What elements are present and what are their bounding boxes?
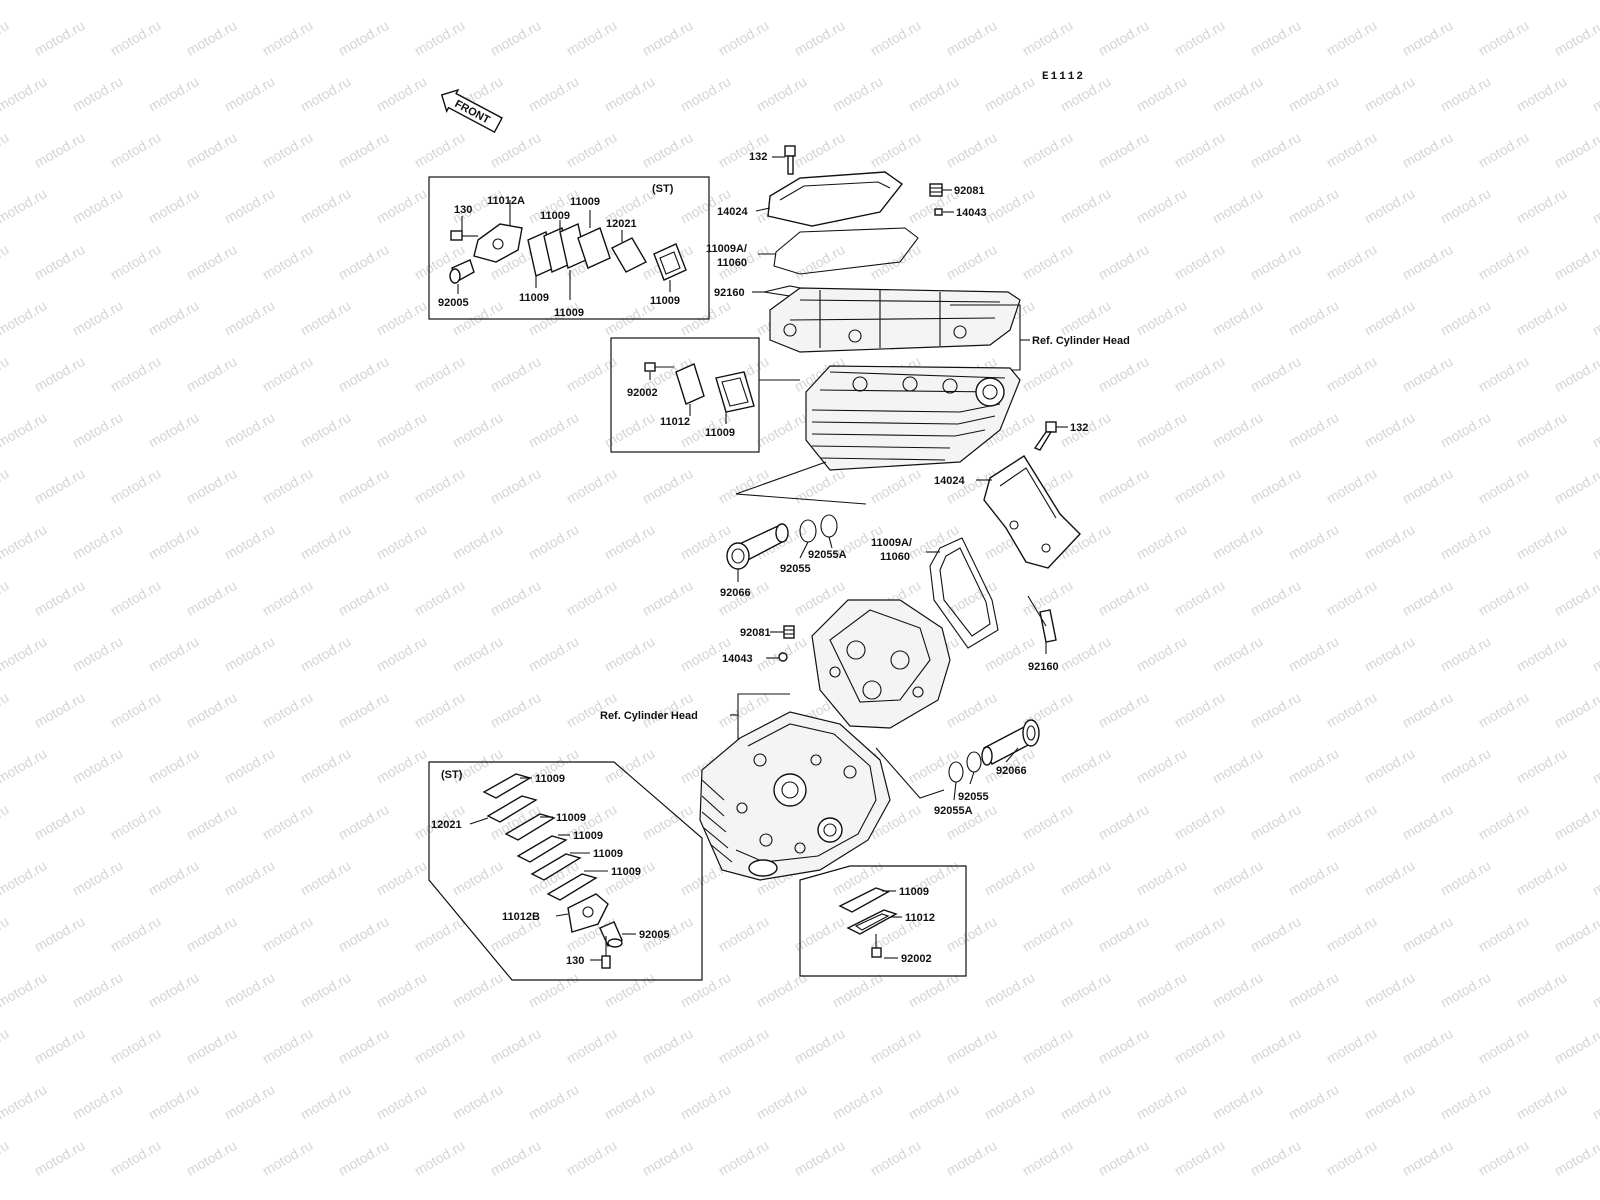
part-label: 132 <box>749 151 767 163</box>
part-label: 92055 <box>780 563 811 575</box>
part-label: 11009 <box>705 427 735 439</box>
head-cover-mid <box>983 455 1081 569</box>
part-label: 11060 <box>717 257 747 269</box>
part-label: 92160 <box>1028 661 1059 673</box>
group-label: (ST) <box>652 183 674 195</box>
part-label: 11012B <box>502 911 540 923</box>
part-label: 11009 <box>611 866 641 878</box>
valve-body-11012a <box>473 223 523 263</box>
part-label: 11009 <box>535 773 565 785</box>
part-label: 11012A <box>487 195 525 207</box>
part-label: 92081 <box>954 185 985 197</box>
reed-plates-box3 <box>482 773 598 901</box>
part-label: 92081 <box>740 627 771 639</box>
st-group-box-lower <box>428 761 703 981</box>
plate-92160-mid <box>1039 609 1057 643</box>
pipe-92005-box1 <box>449 259 475 284</box>
part-label: 11009 <box>573 830 603 842</box>
o-ring-92055-lower <box>966 751 982 773</box>
part-label: 11009 <box>554 307 584 319</box>
part-label: 11060 <box>880 551 910 563</box>
diagram-code: E1112 <box>1042 71 1085 83</box>
part-label: 11009A/ <box>871 537 912 549</box>
part-label: 92002 <box>901 953 932 965</box>
part-label: 92055A <box>808 549 847 561</box>
reed-valve-11012-box2 <box>675 363 755 413</box>
part-label: 92055 <box>958 791 989 803</box>
part-label: 12021 <box>606 218 637 230</box>
gasket-11009a-top <box>773 227 919 275</box>
reed-valve-box4 <box>838 887 898 935</box>
part-label: 132 <box>1070 422 1088 434</box>
part-label: 12021 <box>431 819 462 831</box>
gasket-11009a-mid <box>929 537 999 649</box>
washer-14043-mid <box>778 652 788 662</box>
part-label: 11009 <box>519 292 549 304</box>
ref-cylinder-head-lower: Ref. Cylinder Head <box>600 710 698 722</box>
part-label: 92066 <box>996 765 1027 777</box>
rocker-housing-mid <box>811 599 951 729</box>
bolt-132-mid <box>1033 421 1057 451</box>
part-label: 92005 <box>639 929 670 941</box>
part-label: 11009 <box>556 812 586 824</box>
part-label: 92160 <box>714 287 745 299</box>
washer-14043-top <box>934 208 943 216</box>
part-label: 11009 <box>650 295 680 307</box>
part-label: 14024 <box>934 475 965 487</box>
part-label: 92002 <box>627 387 658 399</box>
bolt-130-box1 <box>450 230 478 241</box>
part-label: 14024 <box>717 206 748 218</box>
reed-gaskets-box1 <box>527 223 687 281</box>
part-label: 11009 <box>540 210 570 222</box>
part-label: 11009 <box>570 196 600 208</box>
o-ring-92055a-upper <box>820 514 838 538</box>
reed-group-box-2 <box>610 337 760 453</box>
part-label: 11009 <box>899 886 929 898</box>
bolt-92002-box2 <box>644 362 674 372</box>
spring-92081-top <box>929 183 943 197</box>
valve-body-11012b <box>567 893 609 933</box>
part-label: 11009 <box>593 848 623 860</box>
o-ring-92055-upper <box>799 519 817 543</box>
part-label: 92066 <box>720 587 751 599</box>
part-label: 11012 <box>905 912 935 924</box>
bolt-92002-box4 <box>871 934 882 958</box>
part-label: 11012 <box>660 416 690 428</box>
spring-92081-mid <box>783 625 795 639</box>
ref-cylinder-head-upper: Ref. Cylinder Head <box>1032 335 1130 347</box>
bolt-130-box3 <box>601 936 611 969</box>
intake-pipe-92066-lower <box>981 719 1040 766</box>
bolt-132-top <box>784 145 796 175</box>
group-label: (ST) <box>441 769 463 781</box>
reed-group-box-4 <box>799 865 967 977</box>
pipe-92005-box3 <box>599 921 623 948</box>
part-label: 14043 <box>722 653 753 665</box>
part-label: 130 <box>566 955 584 967</box>
intake-pipe-92066-upper <box>726 523 789 570</box>
st-group-box-upper <box>428 176 710 320</box>
o-ring-92055a-lower <box>948 761 964 783</box>
part-label: 92055A <box>934 805 973 817</box>
front-arrow-icon: FRONT <box>440 88 503 134</box>
head-cover-top <box>767 171 904 227</box>
part-label: 92005 <box>438 297 469 309</box>
part-label: 130 <box>454 204 472 216</box>
part-label: 11009A/ <box>706 243 747 255</box>
part-label: 14043 <box>956 207 987 219</box>
rocker-housing-top <box>769 287 1021 353</box>
